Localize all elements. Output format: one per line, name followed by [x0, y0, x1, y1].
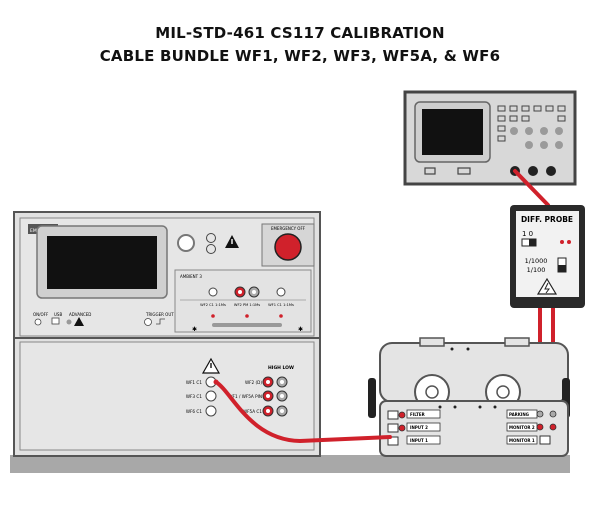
fixture-label-input-2: INPUT 2	[410, 425, 428, 430]
oscilloscope	[403, 90, 577, 186]
lower-warning-icon	[201, 357, 221, 374]
probe-switch-label: 1 0	[522, 230, 533, 238]
port-label-wf5a: WF5A C1	[243, 409, 262, 414]
out-label-1: WF2 C1 1:1Ms	[200, 303, 226, 307]
ground-plane	[10, 455, 570, 473]
port-label-wf3: WF3 C1	[186, 394, 202, 399]
port-label-wf5a-pin: WF1 / WF5A PIN	[228, 394, 262, 399]
status-label-on-off: ON/OFF	[33, 312, 49, 317]
svg-text:✱: ✱	[192, 326, 197, 333]
probe-led-1	[560, 240, 564, 244]
port-label-wf6: WF6 C1	[186, 409, 202, 414]
probe-ratio-1: 1/1000	[525, 257, 548, 265]
port-label-wf1: WF1 C1	[186, 380, 202, 385]
probe-ratio-2: 1/100	[527, 266, 546, 274]
high-low-label: HIGH LOW	[268, 365, 294, 371]
output-panel-label: AMBIENT 3	[180, 274, 202, 279]
high-voltage-icon	[536, 277, 558, 295]
port-wf6	[205, 405, 217, 417]
status-label-advanced: ADVANCED	[69, 312, 91, 317]
calibration-fixture: FILTER INPUT 2 INPUT 1 PARKING MONITOR 2…	[368, 337, 570, 457]
svg-text:EMERGENCY OFF: EMERGENCY OFF	[271, 226, 306, 231]
status-label-usb: USB	[54, 312, 62, 317]
differential-probe: DIFF. PROBE 1 0 1/1000 1/100	[510, 205, 585, 308]
fixture-label-monitor-1: MONITOR 1	[509, 438, 535, 443]
fixture-label-parking: PARKING	[509, 412, 529, 417]
generator-knob	[177, 234, 195, 252]
input-1-bnc-icon	[387, 436, 399, 446]
diagram-title-line-2: CABLE BUNDLE WF1, WF2, WF3, WF5A, & WF6	[99, 47, 501, 65]
generator-screen	[47, 236, 157, 289]
cable-scope-to-probe	[513, 169, 550, 207]
port-label-wf2: WF2 (D)	[245, 380, 262, 385]
fixture-label-monitor-2: MONITOR 2	[509, 425, 535, 430]
monitor-1-bnc-icon	[539, 435, 551, 445]
emergency-off-button	[274, 233, 302, 261]
trigger-out-label: TRIGGER OUT	[145, 312, 174, 317]
power-icon	[206, 233, 216, 254]
probe-title: DIFF. PROBE	[521, 215, 573, 224]
oscilloscope-knobs	[510, 127, 563, 149]
diagram-title-line-1: MIL-STD-461 CS117 CALIBRATION	[155, 24, 445, 42]
port-wf3	[205, 390, 217, 402]
out-label-3: WF1 C1 1:1Ms	[268, 303, 294, 307]
trigger-out-connector	[144, 318, 152, 326]
svg-text:✱: ✱	[298, 326, 303, 333]
oscilloscope-screen	[422, 109, 483, 155]
probe-led-2	[567, 240, 571, 244]
oscilloscope-channel-2-bnc-icon	[528, 166, 538, 176]
cs117-generator: EMC PARTNER EMERGENCY OFF ON/OFF USB ADV…	[13, 211, 321, 457]
oscilloscope-power-button	[424, 167, 436, 175]
out-label-2: WF2 PM 1:1Ms	[234, 303, 260, 307]
fixture-upper-body	[379, 342, 569, 403]
oscilloscope-channel-3-bnc-icon	[546, 166, 556, 176]
oscilloscope-usb-port	[457, 167, 471, 175]
fixture-label-input-1: INPUT 1	[410, 438, 428, 443]
warning-icon	[225, 235, 239, 248]
fixture-label-filter: FILTER	[410, 412, 425, 417]
cable-generator-to-fixture	[214, 380, 392, 444]
oscilloscope-buttons	[497, 105, 566, 142]
fixture-handle-left	[368, 378, 376, 418]
output-panel	[174, 269, 312, 333]
